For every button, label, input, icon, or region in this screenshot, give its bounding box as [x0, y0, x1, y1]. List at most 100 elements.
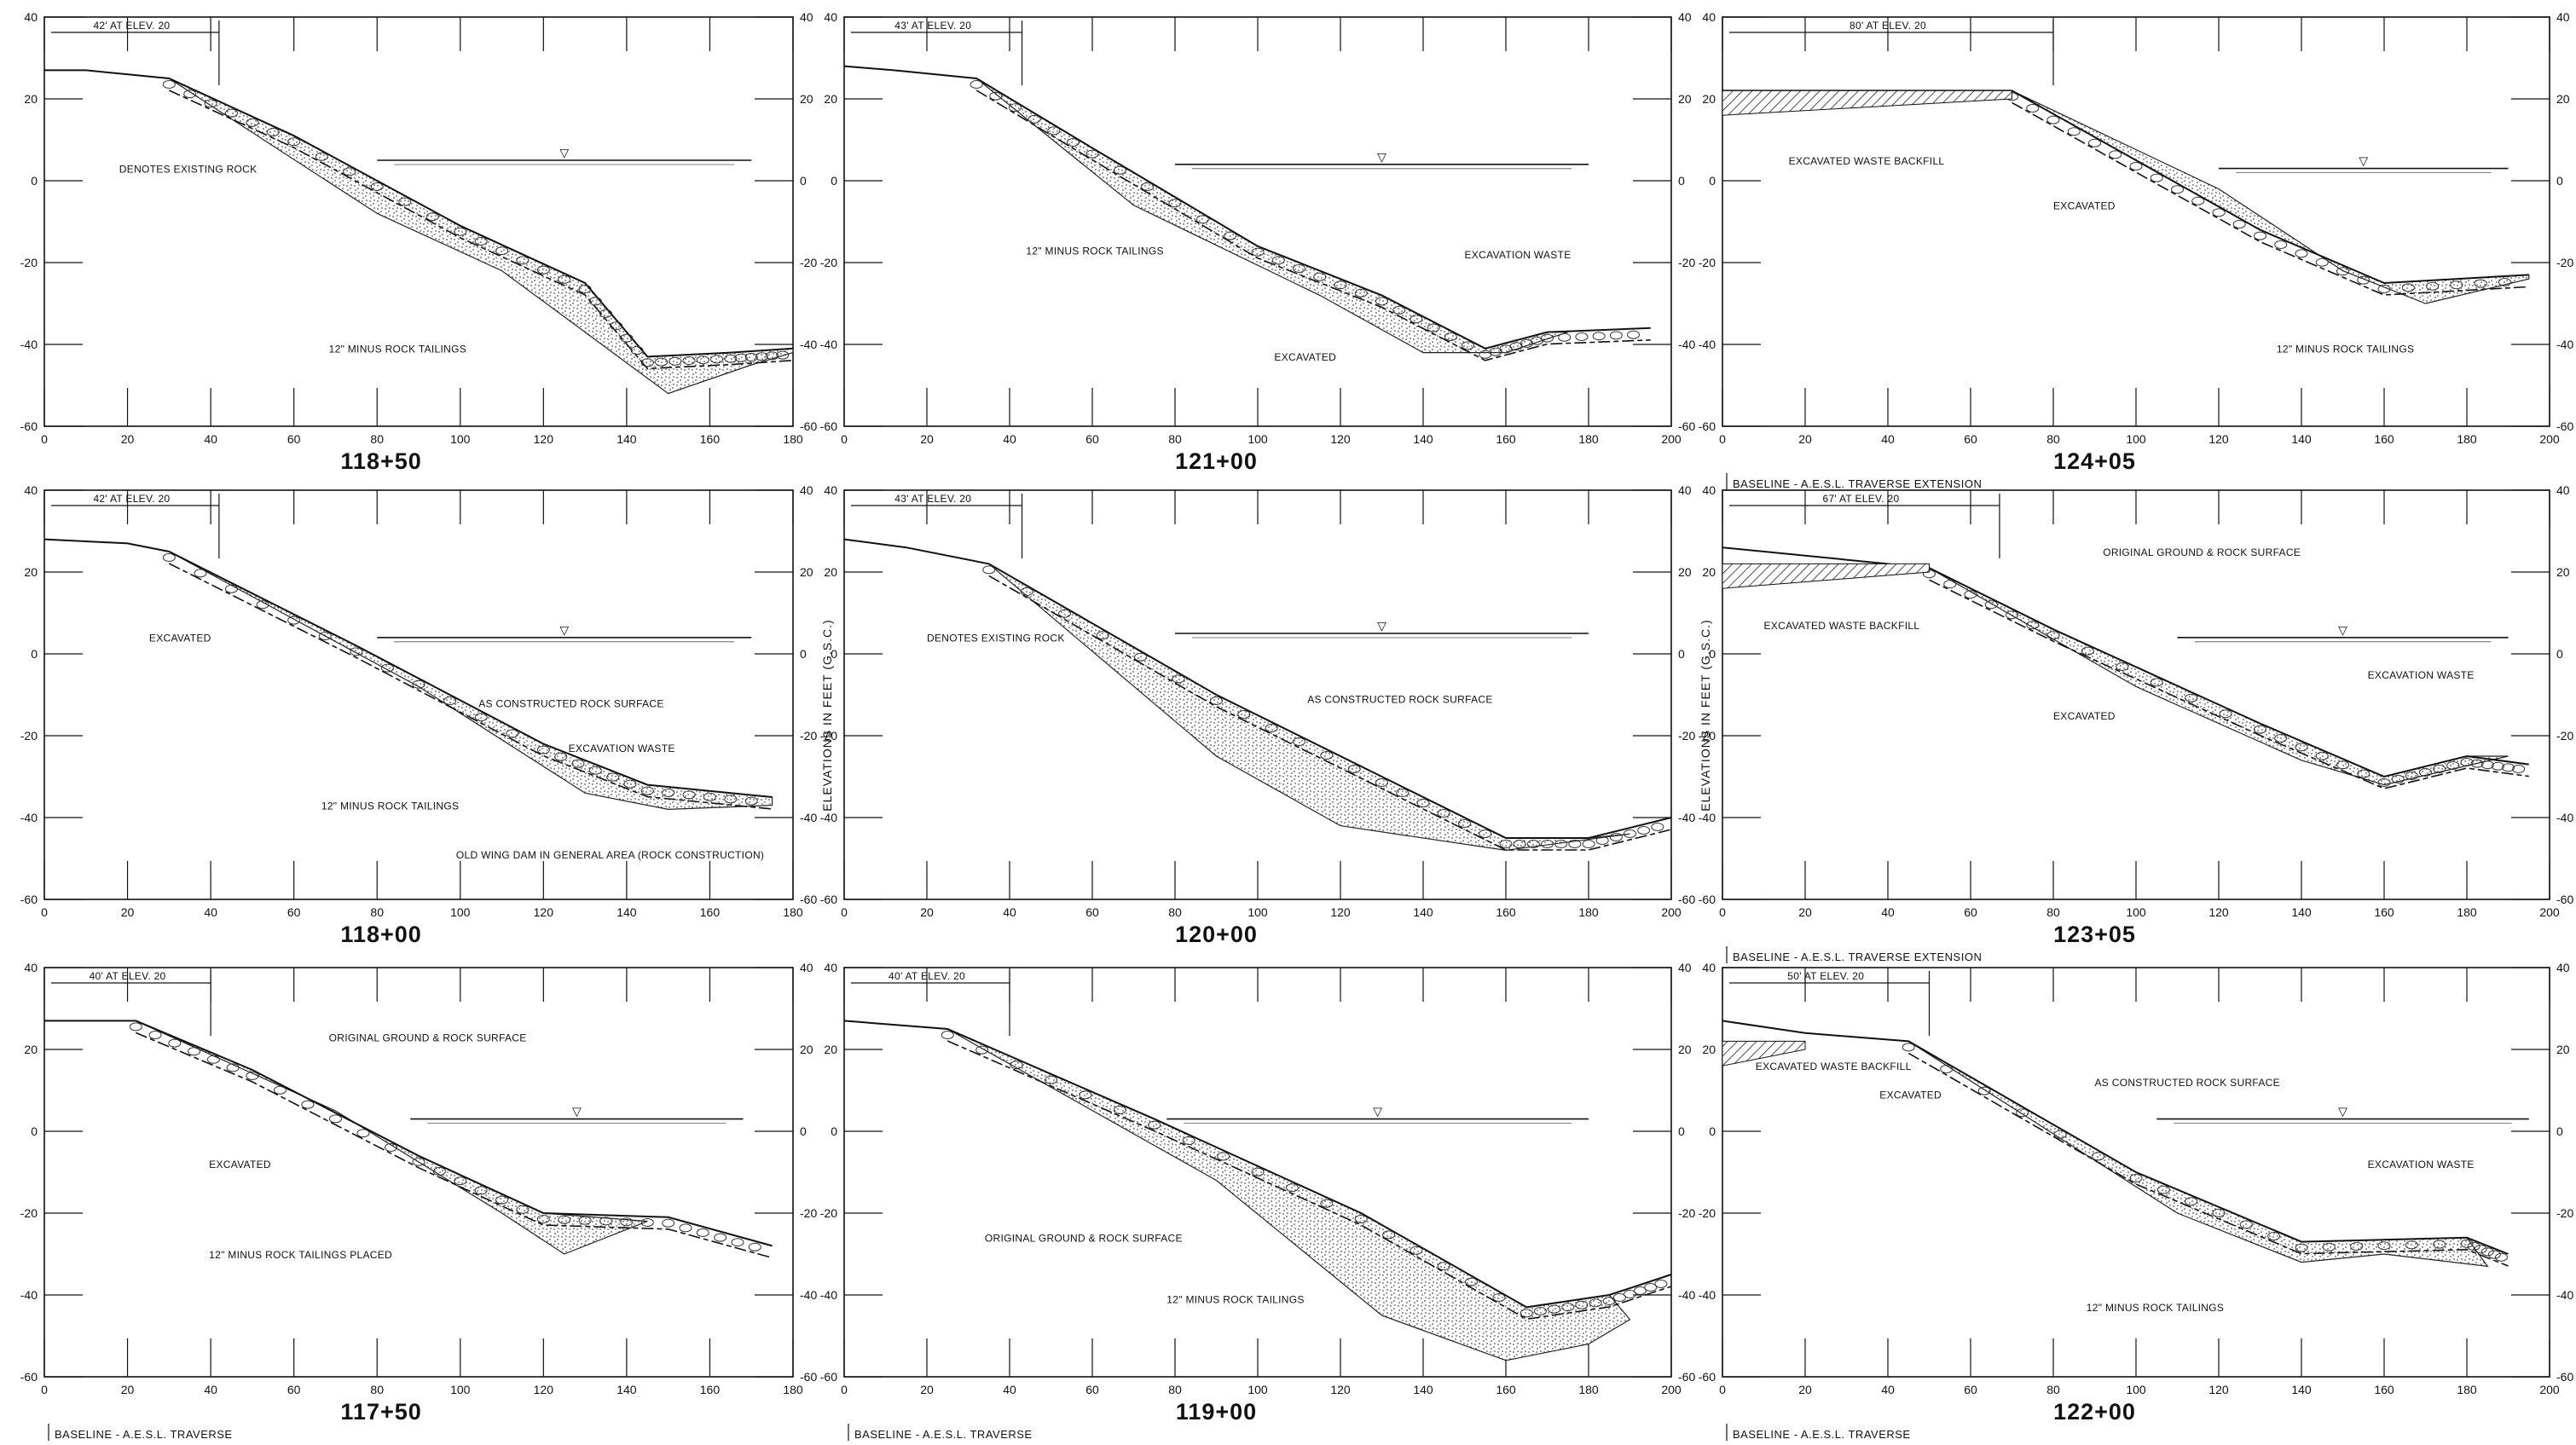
riprap-stone [1237, 710, 1251, 719]
water-level-symbol: ▽ [2359, 154, 2368, 168]
elev-tick-left: -40 [820, 338, 837, 351]
station-tick: 120 [534, 432, 554, 446]
riprap-stone [1172, 674, 1185, 684]
station-tick: 0 [841, 432, 848, 446]
elev-tick-left: -40 [20, 811, 38, 824]
callout-label: EXCAVATED [209, 1159, 271, 1170]
elev-tick-right: -60 [2556, 893, 2573, 906]
elev-tick-right: 0 [1678, 174, 1685, 188]
riprap-stone [2046, 631, 2060, 640]
rock-layer-line [975, 90, 1651, 361]
riprap-stone [1224, 231, 1237, 240]
riprap-stone [204, 99, 217, 108]
riprap-stone [662, 789, 675, 797]
station-tick: 120 [1330, 1383, 1351, 1396]
station-tick: 40 [1881, 1383, 1895, 1396]
water-level-symbol: ▽ [559, 146, 569, 159]
callout-label: EXCAVATED [149, 633, 211, 644]
elev-tick-left: -60 [1699, 893, 1716, 906]
dimension-label: 80' AT ELEV. 20 [1850, 20, 1926, 32]
riprap-stone [2295, 1243, 2308, 1252]
elev-tick-right: -20 [800, 256, 817, 269]
elev-tick-left: -20 [820, 729, 837, 743]
elev-tick-left: 40 [824, 483, 837, 497]
station-tick: 200 [1661, 1383, 1682, 1396]
riprap-stone [2426, 281, 2440, 291]
elev-tick-right: 40 [800, 483, 813, 497]
riprap-stone [2274, 734, 2288, 743]
elev-tick-left: -60 [820, 419, 837, 433]
elev-tick-left: 40 [824, 961, 837, 974]
riprap-stone [2460, 1239, 2474, 1248]
riprap-stone [1609, 331, 1623, 340]
riprap-stone [2419, 768, 2432, 777]
riprap-stone [1079, 1090, 1092, 1100]
dimension-label: 40' AT ELEV. 20 [90, 970, 166, 982]
dimension-label: 40' AT ELEV. 20 [889, 970, 965, 982]
elevation-axis-title: ELEVATIONS IN FEET (G.S.C.) [1699, 619, 1712, 811]
riprap-stone [2295, 249, 2308, 258]
riprap-stone [1382, 1230, 1396, 1240]
riprap-stone [1651, 823, 1664, 831]
rock-layer-line [1907, 1052, 2509, 1267]
riprap-stone [1940, 1065, 1954, 1073]
riprap-stone [2171, 185, 2184, 194]
station-tick: 160 [700, 1383, 721, 1396]
station-tick: 20 [920, 1383, 934, 1396]
station-tick: 160 [1496, 432, 1516, 446]
station-tick: 180 [783, 1383, 803, 1396]
riprap-stone [682, 356, 696, 365]
elev-tick-left: 0 [1709, 647, 1716, 661]
station-tick: 80 [2046, 1383, 2060, 1396]
station-tick: 40 [204, 432, 217, 446]
station-caption: 124+05 [2053, 448, 2136, 474]
riprap-stone [343, 167, 356, 176]
riprap-stone [655, 357, 669, 367]
riprap-stone [1637, 826, 1651, 835]
riprap-stone [1634, 1286, 1647, 1295]
rock-layer-line [136, 1032, 773, 1259]
water-level-symbol: ▽ [2338, 623, 2347, 637]
riprap-stone [1568, 840, 1582, 848]
elev-tick-left: 40 [24, 961, 38, 974]
elev-tick-right: -60 [2556, 1370, 2573, 1384]
riprap-stone [2433, 765, 2446, 773]
riprap-stone [168, 1038, 182, 1048]
riprap-stone [554, 752, 568, 761]
riprap-stone [2109, 150, 2122, 159]
riprap-stone [273, 1085, 287, 1095]
riprap-stone [1499, 840, 1513, 848]
callout-label: DENOTES EXISTING ROCK [927, 633, 1065, 644]
callout-label: 12" MINUS ROCK TAILINGS [1166, 1294, 1304, 1306]
riprap-stone [2377, 285, 2391, 293]
riprap-stone [2474, 279, 2487, 288]
callout-label: 12" MINUS ROCK TAILINGS [1026, 245, 1163, 257]
elev-tick-right: 0 [2556, 647, 2563, 661]
riprap-stone [1313, 272, 1327, 281]
riprap-stone [206, 1055, 220, 1064]
backfill-hatch [1722, 90, 2012, 116]
riprap-stone [1465, 1277, 1479, 1286]
riprap-stone [2498, 278, 2511, 286]
elev-tick-right: -20 [2556, 1206, 2573, 1220]
riprap-stone [412, 679, 425, 689]
riprap-stone [571, 759, 585, 768]
elev-tick-left: 20 [824, 1043, 837, 1056]
station-tick: 40 [204, 1383, 217, 1396]
elev-tick-right: -40 [800, 811, 817, 824]
elev-tick-right: -40 [2556, 811, 2573, 824]
riprap-stone [682, 790, 696, 800]
tailings-fill [946, 1028, 1631, 1361]
callout-label: EXCAVATED WASTE BACKFILL [1764, 620, 1920, 632]
elev-tick-left: 40 [24, 10, 38, 24]
station-tick: 40 [1003, 1383, 1016, 1396]
riprap-stone [454, 227, 467, 236]
elev-tick-right: -60 [800, 893, 817, 906]
riprap-stone [1541, 333, 1554, 343]
riprap-stone [246, 118, 259, 127]
riprap-stone [2315, 257, 2329, 267]
station-tick: 160 [1496, 905, 1516, 919]
riprap-stone [640, 1218, 654, 1227]
ground-profile-line [843, 538, 1672, 839]
